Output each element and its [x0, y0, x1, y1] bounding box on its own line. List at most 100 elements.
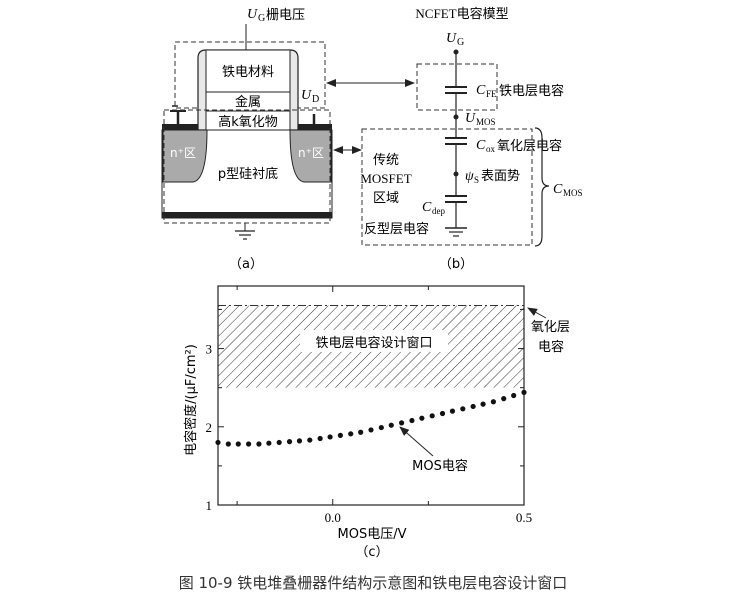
mos-capacitance-point [276, 439, 282, 446]
umos-subscript: MOS [476, 117, 496, 127]
mos-dashed-box [361, 128, 533, 246]
y-tick-label: 1 [206, 498, 213, 513]
oxide-capacitance-label-line2: 电容 [538, 339, 564, 355]
ug-subscript: G [457, 37, 464, 48]
cmos-subscript: MOS [563, 188, 583, 198]
mosfet-region-line1: 传统 [373, 153, 399, 168]
panel-b-capacitance-model: NCFET电容模型 U G C FE 铁电层电容 U MOS C ox 氧化层电… [360, 6, 582, 272]
gate-voltage-subscript: G [258, 13, 265, 24]
gate-stack [205, 49, 291, 131]
oxide-label-arrow [527, 307, 547, 319]
cmos-symbol: C [553, 182, 563, 197]
panel-b-title: NCFET电容模型 [415, 6, 508, 21]
psi-label: 表面势 [481, 168, 520, 184]
psi-symbol: ψ [465, 169, 474, 184]
n-plus-left-label: n⁺区 [170, 146, 196, 160]
cox-symbol: C [476, 138, 486, 153]
design-window-label: 铁电层电容设计窗口 [315, 335, 432, 351]
axis-ticks [218, 286, 525, 506]
gate-voltage-text: 栅电压 [266, 8, 305, 23]
mos-capacitance-point [429, 413, 435, 419]
mos-capacitance-point [480, 401, 486, 407]
mos-capacitance-point [215, 439, 221, 446]
panel-a-label: （a） [229, 257, 263, 272]
mos-capacitance-point [317, 435, 323, 442]
mosfet-region-line2: MOSFET [360, 171, 411, 186]
panel-c-chart: 0.0 0.5 1 2 3 铁电层电容设计窗口 氧化层 电容 MOS电容 电容密度/(μ… [183, 285, 570, 560]
n-plus-region-right [289, 129, 332, 183]
cmos-brace [534, 127, 550, 247]
psi-node [453, 171, 459, 177]
umos-node [453, 114, 459, 120]
cdep-symbol: C [422, 200, 432, 215]
mos-capacitance-point [225, 441, 231, 447]
substrate-label: p型硅衬底 [218, 166, 278, 182]
mos-capacitance-point [337, 432, 343, 438]
mos-capacitance-point [399, 420, 405, 426]
ug-node [453, 49, 459, 55]
figure-caption: 图 10-9 铁电堆叠栅器件结构示意图和铁电层电容设计窗口 [179, 574, 568, 592]
axis-tick-labels: 0.0 0.5 1 2 3 [206, 342, 533, 525]
panel-c-label: （c） [355, 545, 388, 560]
gate-voltage-symbol: U [247, 7, 258, 22]
mos-capacitance-point [388, 422, 394, 428]
mos-capacitance-point [327, 434, 333, 440]
cfe-subscript: FE [486, 89, 497, 99]
mos-capacitance-point [501, 396, 507, 402]
mosfet-region-line3: 区域 [373, 191, 399, 206]
mos-capacitance-point [378, 424, 384, 431]
plot-frame [217, 285, 525, 506]
mos-capacitance-point [235, 441, 241, 447]
mos-capacitance-point [256, 441, 262, 447]
mos-capacitance-label: MOS电容 [412, 458, 468, 474]
cfe-label: 铁电层电容 [499, 83, 564, 99]
cfe-symbol: C [476, 83, 486, 98]
mos-capacitance-point [348, 431, 354, 437]
psi-subscript: S [474, 175, 479, 185]
circuit-ground-icon [445, 227, 467, 237]
metal-label: 金属 [235, 94, 261, 110]
high-k-oxide-label: 高k氧化物 [218, 114, 278, 130]
cox-subscript: ox [486, 144, 496, 154]
x-tick-label: 0.0 [325, 510, 341, 525]
ug-symbol: U [446, 31, 457, 46]
mos-capacitance-point [409, 417, 415, 424]
cox-label: 氧化层电容 [497, 138, 562, 154]
umos-symbol: U [465, 111, 476, 126]
mos-capacitance-point [439, 410, 446, 417]
mos-capacitance-point [490, 399, 496, 405]
mos-capacitance-point [419, 415, 425, 421]
mos-capacitance-point [449, 408, 456, 414]
mos-capacitance-point [460, 406, 466, 412]
n-plus-right-label: n⁺区 [298, 146, 324, 160]
mos-capacitance-point [246, 441, 252, 447]
panel-b-label: （b） [439, 257, 473, 272]
cdep-subscript: dep [432, 206, 445, 216]
ud-symbol: U [301, 88, 312, 103]
y-tick-label: 2 [206, 420, 213, 435]
cfe-dashed-box [416, 63, 498, 111]
mos-capacitance-point [296, 438, 303, 444]
mos-capacitance-point [358, 429, 364, 435]
mos-capacitance-point [521, 389, 527, 395]
x-axis-label: MOS电压/V [338, 527, 407, 542]
mosfet-dashed-box [163, 109, 331, 224]
ground-icon [235, 223, 255, 240]
ud-subscript: D [312, 94, 319, 105]
mos-capacitance-point [307, 437, 313, 443]
x-tick-label: 0.5 [516, 510, 532, 525]
mos-capacitance-point [286, 439, 293, 445]
inversion-capacitance-label: 反型层电容 [364, 221, 429, 237]
mos-capacitance-point [368, 427, 374, 433]
mos-capacitance-point [266, 440, 272, 446]
oxide-capacitance-label-line1: 氧化层 [531, 320, 570, 335]
ferroelectric-material-label: 铁电材料 [222, 65, 274, 80]
y-axis-label: 电容密度/(μF/cm²) [183, 344, 199, 456]
n-plus-region-left [162, 129, 208, 183]
mos-capacitance-series [215, 389, 527, 447]
mos-capacitance-point [470, 403, 476, 410]
y-tick-label: 3 [206, 342, 213, 357]
mos-capacitance-point [511, 392, 517, 399]
mos-label-arrow [399, 426, 434, 457]
